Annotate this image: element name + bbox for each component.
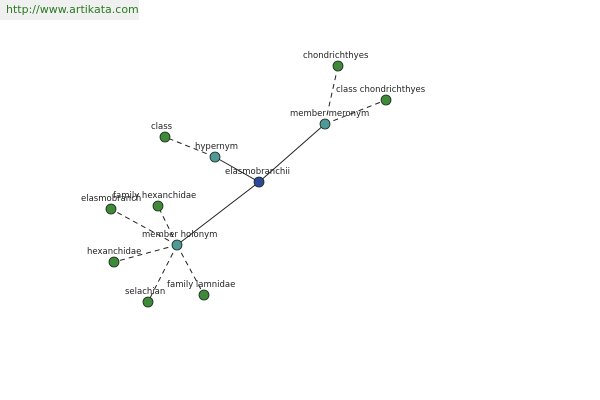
edge-member-holonym-hexanchidae <box>113 244 178 263</box>
node-label-class-chondrichthyes[interactable]: class chondrichthyes <box>336 85 426 95</box>
node-label-hexanchidae[interactable]: hexanchidae <box>87 247 141 257</box>
node-label-family-hexanchidae[interactable]: family hexanchidae <box>113 191 196 201</box>
node-label-chondrichthyes[interactable]: chondrichthyes <box>303 51 369 61</box>
node-family-lamnidae[interactable] <box>198 289 210 301</box>
node-label-member-holonym[interactable]: member holonym <box>142 230 217 240</box>
node-selachian[interactable] <box>142 296 154 308</box>
node-class[interactable] <box>159 131 171 143</box>
edge-member-holonym-selachian <box>147 244 178 303</box>
labels-layer: elasmobranchii hypernym member meronym memb… <box>81 51 426 297</box>
edge-member-meronym-chondrichthyes <box>324 65 339 125</box>
edge-member-holonym-family-hexanchidae <box>157 205 178 246</box>
node-chondrichthyes[interactable] <box>332 60 344 72</box>
edge-elasmobranchii-member-holonym <box>176 181 260 246</box>
node-hexanchidae[interactable] <box>108 256 120 268</box>
edges-layer <box>110 65 387 303</box>
edge-elasmobranchii-hypernym <box>214 156 260 183</box>
node-label-elasmobranch[interactable]: elasmobranch <box>81 194 141 204</box>
node-label-family-lamnidae[interactable]: family lamnidae <box>167 280 235 290</box>
node-family-hexanchidae[interactable] <box>152 200 164 212</box>
node-member-meronym[interactable] <box>319 118 331 130</box>
edge-member-holonym-elasmobranch <box>110 208 178 246</box>
node-hypernym[interactable] <box>209 151 221 163</box>
node-class-chondrichthyes[interactable] <box>380 94 392 106</box>
edge-elasmobranchii-member-meronym <box>258 123 326 183</box>
nodes-layer <box>105 60 392 308</box>
edge-member-meronym-class-chondrichthyes <box>324 99 387 125</box>
node-label-selachian[interactable]: selachian <box>125 287 165 297</box>
node-elasmobranch[interactable] <box>105 203 117 215</box>
source-url-banner[interactable]: http://www.artikata.com <box>0 0 139 20</box>
node-label-member-meronym[interactable]: member meronym <box>290 109 369 119</box>
node-label-hypernym[interactable]: hypernym <box>195 142 238 152</box>
node-elasmobranchii[interactable] <box>253 176 265 188</box>
node-label-elasmobranchii[interactable]: elasmobranchii <box>225 167 290 177</box>
node-label-class[interactable]: class <box>151 122 173 132</box>
edge-member-holonym-family-lamnidae <box>176 244 205 296</box>
node-member-holonym[interactable] <box>171 239 183 251</box>
